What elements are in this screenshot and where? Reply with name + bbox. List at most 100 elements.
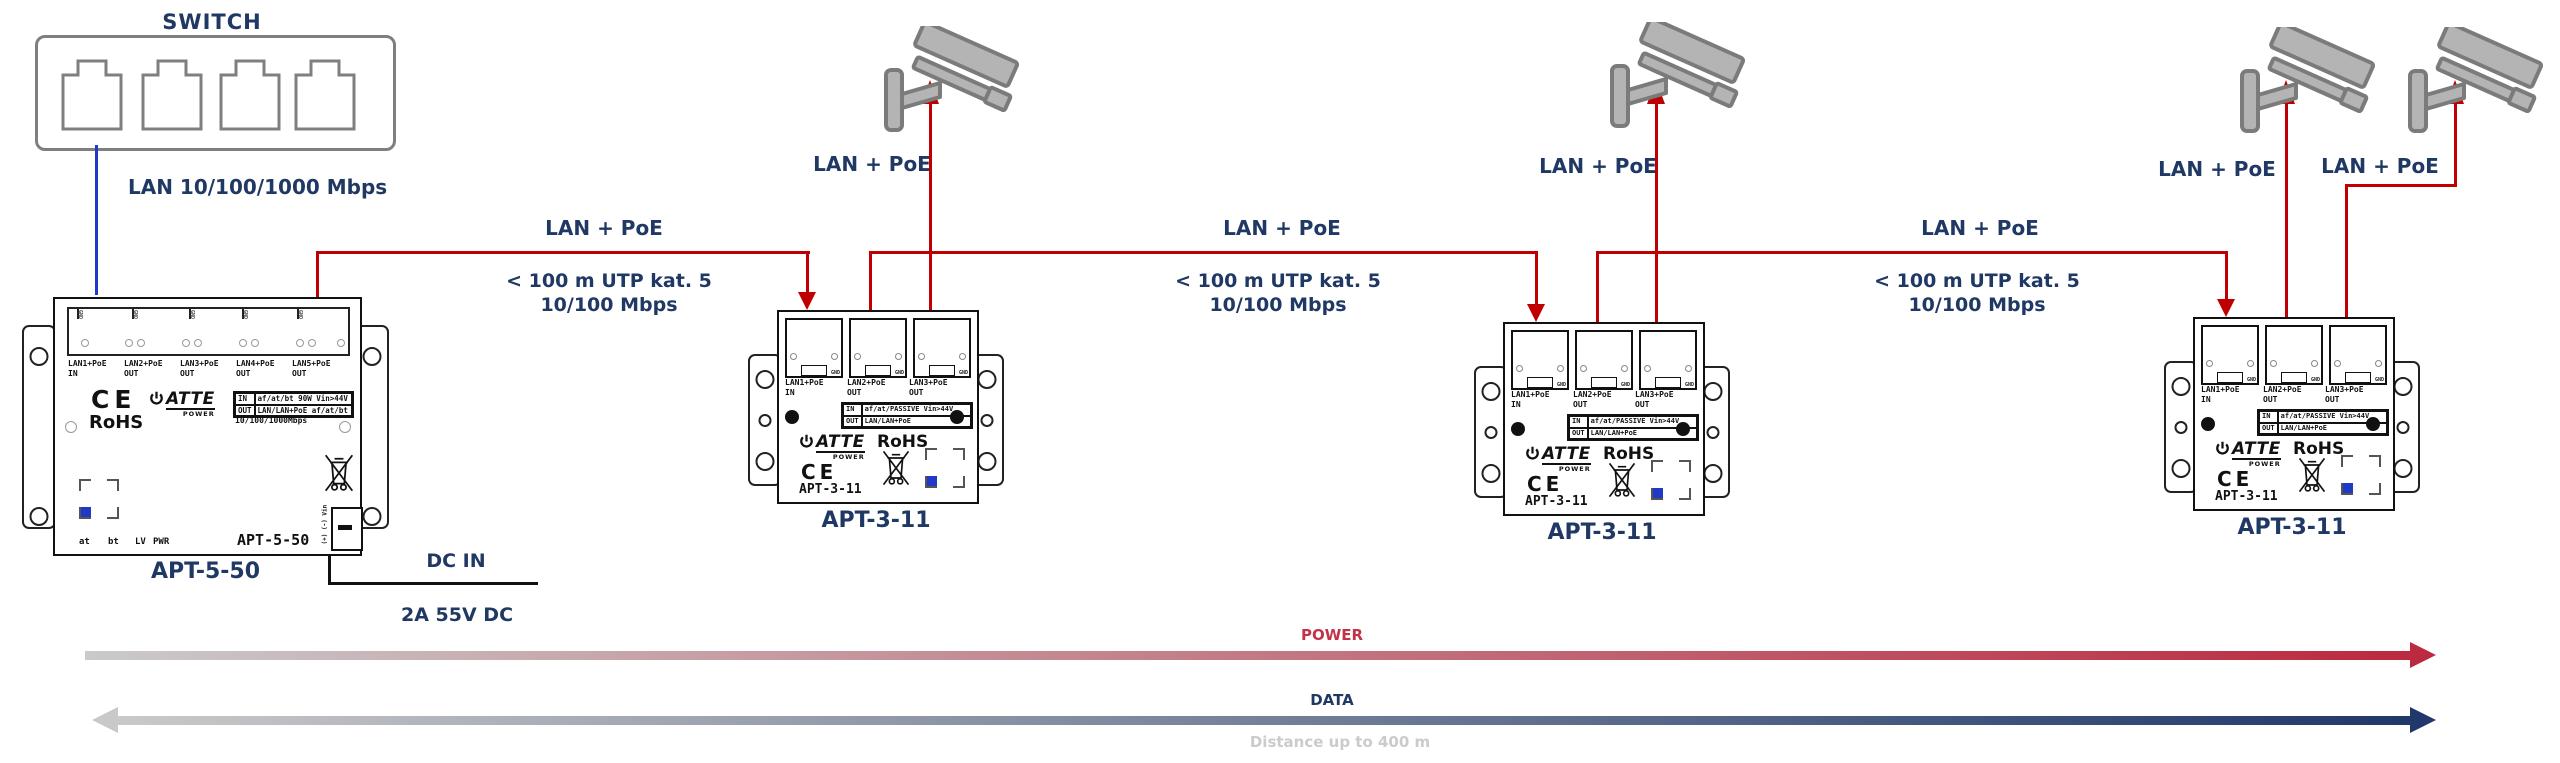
camera-feed-line [2285, 103, 2288, 317]
corner-marks [2341, 455, 2381, 495]
rj45-jack-icon: GND [785, 318, 843, 378]
distance-label: Distance up to 400 m [1249, 733, 1431, 751]
rj45-jack-icon [219, 59, 281, 131]
weee-icon [882, 450, 910, 486]
dip-labels: at bt LV PWR [79, 537, 170, 547]
rj45-jack-icon: GND [1511, 330, 1569, 390]
device-print: APT-3-11 [1525, 494, 1588, 509]
weee-icon [2298, 457, 2326, 493]
device-label: APT-3-11 [2237, 515, 2347, 540]
lan-poe-link-line [1535, 251, 1538, 304]
cctv-camera-icon [2408, 27, 2544, 133]
lan-poe-link-line [869, 251, 872, 310]
arrow-down-icon [2217, 299, 2235, 317]
weee-icon [324, 454, 354, 492]
rj45-jack-icon: GND [2329, 325, 2387, 385]
device-label: APT-3-11 [1547, 520, 1657, 545]
lan-poe-link-line [806, 251, 809, 293]
power-icon [2216, 441, 2229, 455]
switch-title: SWITCH [162, 10, 262, 34]
link-label-lan-poe: LAN + PoE [1223, 216, 1341, 240]
camera-feed-line [1655, 103, 1658, 322]
camera-feed-line [2345, 184, 2457, 187]
lan-poe-link-line [869, 251, 1537, 254]
arrow-right-icon [2410, 707, 2436, 733]
dc-in-label: DC IN [426, 550, 486, 572]
device-label: APT-3-11 [821, 508, 931, 533]
weee-icon [1608, 462, 1636, 498]
rj45-jack-icon [141, 59, 203, 131]
spec-speed: 10/100/1000Mbps [235, 416, 308, 425]
link-label-speed: 10/100 Mbps [1908, 294, 2046, 316]
ce-mark: CE [801, 460, 838, 484]
switch-link-label: LAN 10/100/1000 Mbps [128, 175, 388, 199]
power-label: POWER [1300, 626, 1364, 644]
dc-in-line [328, 582, 538, 585]
cctv-camera-icon [2240, 27, 2376, 133]
camera-feed-line [2345, 184, 2348, 317]
camera-link-label: LAN + PoE [2158, 157, 2276, 181]
rj45-jack-icon: GND [913, 318, 971, 378]
lan-poe-link-line [316, 251, 319, 297]
camera-link-label: LAN + PoE [1539, 154, 1657, 178]
camera-link-label: LAN + PoE [813, 152, 931, 176]
power-flow-arrow [85, 651, 2410, 660]
cctv-camera-icon [1610, 22, 1746, 128]
arrow-down-icon [798, 292, 816, 310]
ce-mark: CE [91, 385, 137, 414]
camera-feed-line [2454, 103, 2457, 187]
link-label-utp: < 100 m UTP kat. 5 [506, 270, 712, 292]
rohs-mark: RoHS [1603, 444, 1655, 464]
rj45-jack-icon: GND [849, 318, 907, 378]
ce-mark: CE [2217, 467, 2254, 491]
power-icon [150, 391, 163, 405]
mounting-bracket [748, 354, 782, 486]
link-label-lan-poe: LAN + PoE [1921, 216, 2039, 240]
data-flow-arrow [118, 716, 2410, 725]
rohs-mark: RoHS [877, 432, 929, 452]
rj45-jack-icon: GND [2201, 325, 2259, 385]
cctv-camera-icon [884, 26, 1020, 132]
power-icon [800, 434, 813, 448]
dc-connector [331, 507, 363, 551]
data-label: DATA [1310, 691, 1354, 709]
camera-link-label: LAN + PoE [2321, 154, 2439, 178]
rj45-jack-icon: GND [1639, 330, 1697, 390]
device-print: APT-5-50 [237, 531, 310, 549]
ce-mark: CE [1527, 472, 1564, 496]
rohs-mark: RoHS [89, 412, 144, 433]
rj45-jack-icon [294, 59, 356, 131]
arrow-right-icon [2410, 642, 2436, 668]
camera-feed-line [929, 103, 932, 310]
link-label-speed: 10/100 Mbps [540, 294, 678, 316]
corner-marks [1651, 460, 1691, 500]
lan-poe-link-line [316, 251, 810, 254]
corner-marks [925, 448, 965, 488]
dc-pins-label: (+) (-) Vin [321, 504, 329, 545]
device-label: APT-5-50 [150, 559, 261, 584]
mounting-bracket [22, 325, 56, 529]
device-print: APT-3-11 [2215, 489, 2278, 504]
